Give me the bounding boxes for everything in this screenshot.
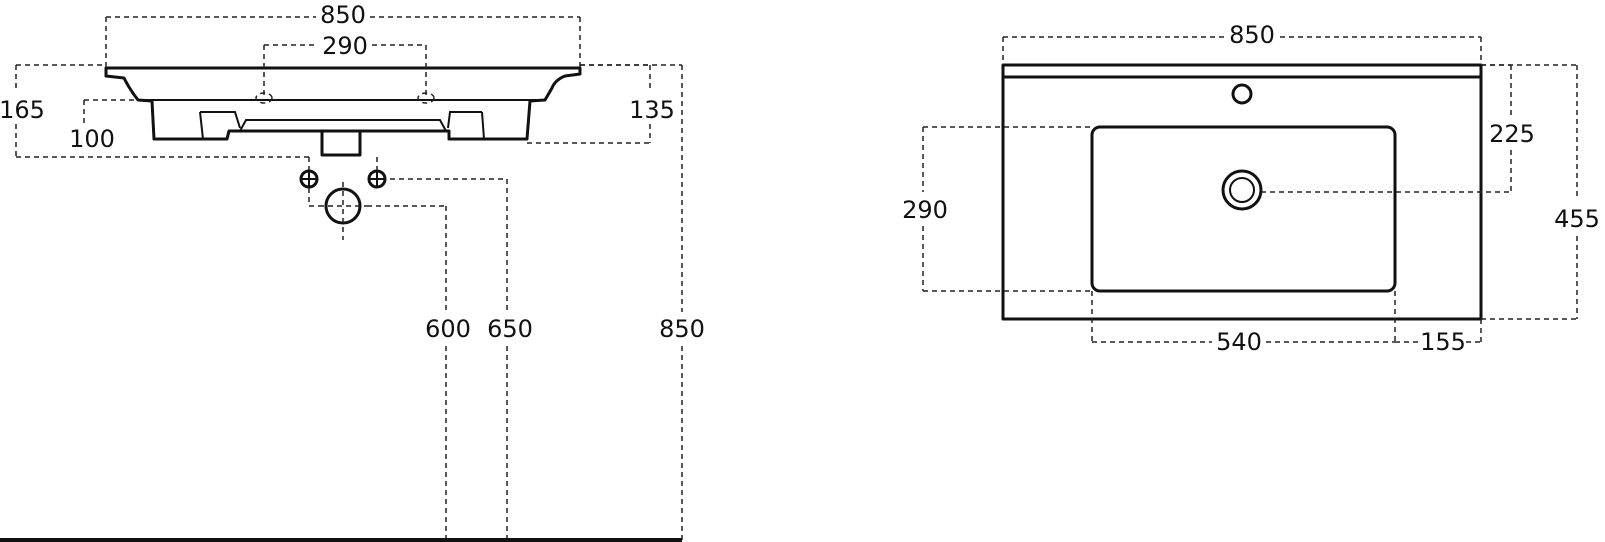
top-view: 850 225 455 290 540 155 (902, 21, 1600, 356)
top-dim-label-right-margin: 155 (1420, 328, 1466, 356)
top-dim-label-bowl-width: 540 (1216, 328, 1262, 356)
dim-label-left-height: 165 (0, 96, 45, 124)
dim-label-tap-spacing: 290 (322, 32, 368, 60)
top-dim-label-overall-width: 850 (1229, 21, 1275, 49)
water-connector-left (299, 169, 319, 189)
drain-icon (1221, 169, 1263, 211)
basin-side-outline (104, 66, 582, 157)
dim-label-drain-height: 600 (425, 315, 471, 343)
top-dim-label-tap-to-drain: 225 (1489, 120, 1535, 148)
dim-label-left-offset: 100 (69, 125, 115, 153)
dim-label-right-height: 135 (629, 96, 675, 124)
bowl-outline (1090, 125, 1397, 293)
top-dim-label-overall-depth: 455 (1554, 205, 1600, 233)
dim-label-top-height: 850 (659, 315, 705, 343)
water-connector-right (367, 169, 387, 189)
side-view: 850 290 165 100 135 600 650 850 (0, 1, 705, 542)
drain-waste-circle (319, 182, 367, 240)
dim-label-trap-height: 650 (487, 315, 533, 343)
tap-hole-icon (1231, 83, 1253, 105)
dim-label-overall-width: 850 (320, 1, 366, 29)
top-dim-label-bowl-depth: 290 (902, 196, 948, 224)
